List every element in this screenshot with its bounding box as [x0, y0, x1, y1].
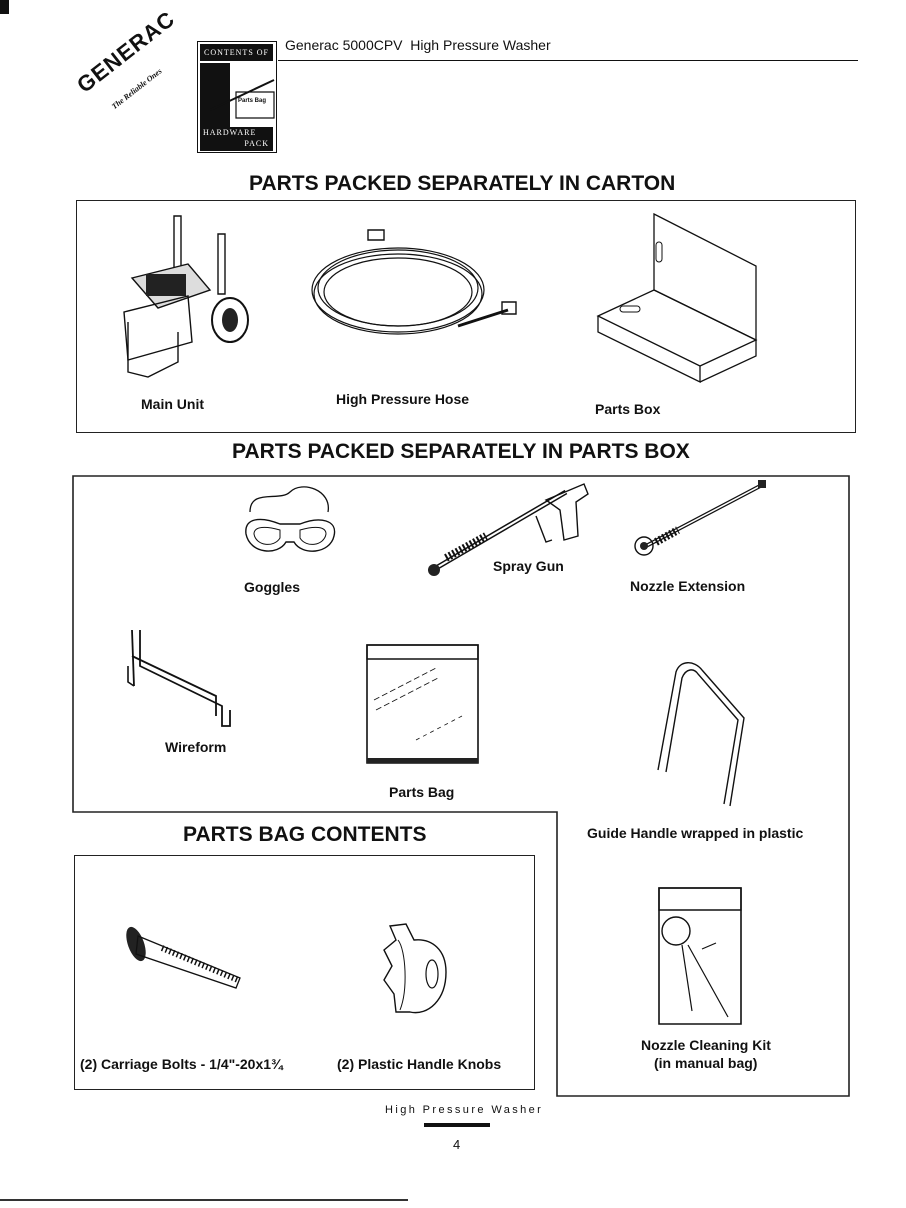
carton-heading: PARTS PACKED SEPARATELY IN CARTON [249, 172, 676, 195]
item-goggles: Goggles [244, 579, 301, 595]
corner-mark [0, 0, 9, 14]
spray-gun-illustration [428, 480, 596, 576]
goggles-illustration [240, 482, 340, 562]
item-parts-bag: Parts Bag [389, 784, 455, 800]
carton-item-hose: High Pressure Hose [336, 391, 470, 407]
item-nozzle-kit-line1: Nozzle Cleaning Kit [641, 1037, 771, 1053]
plastic-knob-illustration [376, 920, 456, 1020]
parts-bag-heading: PARTS BAG CONTENTS [183, 823, 427, 846]
hardware-pack-thumbnail: CONTENTS OF Parts Bag HARDWARE PACK [197, 41, 277, 153]
nozzle-extension-illustration [632, 480, 766, 560]
header-rule [278, 60, 858, 61]
footer-rule [424, 1123, 490, 1127]
guide-handle-illustration [650, 660, 755, 810]
item-nozzle-extension: Nozzle Extension [630, 578, 746, 594]
thumb-dark-panel [200, 63, 230, 133]
thumb-top-label: CONTENTS OF [200, 44, 273, 61]
parts-box-heading: PARTS PACKED SEPARATELY IN PARTS BOX [232, 440, 690, 463]
parts-box-illustration [596, 210, 761, 390]
bottom-rule [0, 1199, 408, 1201]
carton-item-main-unit: Main Unit [141, 396, 204, 412]
item-wireform: Wireform [165, 739, 227, 755]
doc-title: Generac 5000CPV High Pressure Washer [285, 37, 551, 53]
wireform-illustration [126, 626, 241, 731]
carton-item-parts-box: Parts Box [595, 401, 661, 417]
bag-item-carriage-bolts: (2) Carriage Bolts - 1/4"-20x1¾ [80, 1056, 283, 1072]
thumb-bottom-1: HARDWARE [203, 128, 257, 137]
main-unit-illustration [118, 212, 258, 382]
bag-item-plastic-knobs: (2) Plastic Handle Knobs [337, 1056, 502, 1072]
parts-bag-box [74, 855, 535, 1090]
footer-title: High Pressure Washer [385, 1104, 544, 1116]
parts-bag-illustration [366, 644, 480, 766]
item-nozzle-kit-line2: (in manual bag) [654, 1055, 758, 1071]
nozzle-cleaning-kit-illustration [658, 887, 743, 1027]
hose-illustration [308, 228, 528, 348]
carriage-bolt-illustration [126, 926, 247, 992]
item-guide-handle: Guide Handle wrapped in plastic [587, 825, 804, 841]
thumb-gun-icon [202, 42, 278, 154]
thumb-bottom-2: PACK [244, 139, 269, 148]
carton-box [76, 200, 856, 433]
page-number: 4 [453, 1137, 461, 1152]
thumb-tag-label: Parts Bag [238, 98, 267, 104]
item-spray-gun: Spray Gun [493, 558, 564, 574]
thumb-bottom: HARDWARE PACK [200, 127, 273, 151]
